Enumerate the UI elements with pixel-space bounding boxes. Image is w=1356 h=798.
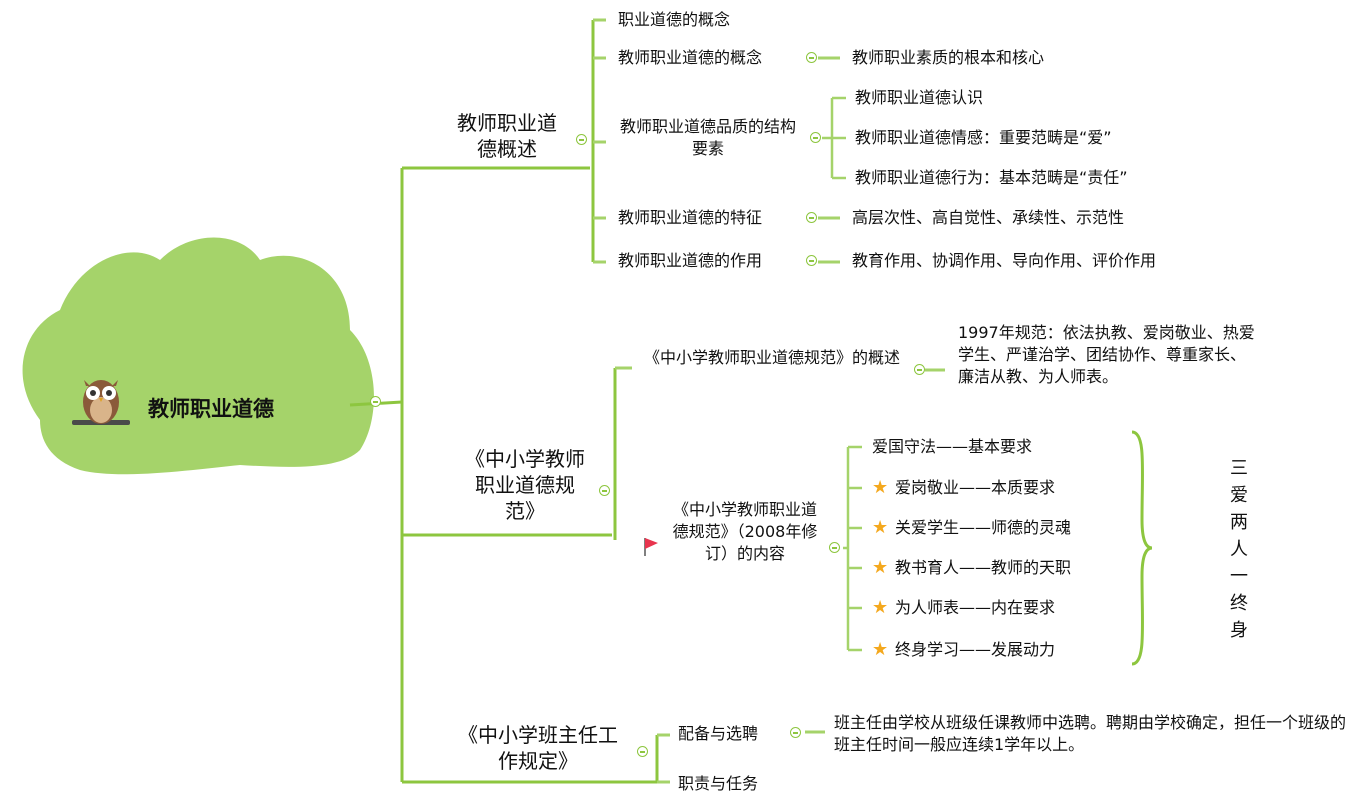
b2-content-item[interactable]: 终身学习——发展动力: [895, 640, 1056, 659]
summary-brace: [1131, 430, 1153, 666]
flag-icon: [644, 538, 658, 556]
b3-staffing-toggle[interactable]: [790, 727, 801, 738]
b2-content-toggle[interactable]: [829, 542, 840, 553]
b1-structure-item: 教师职业道德情感：重要范畴是“爱”: [855, 128, 1112, 147]
b2-content-item[interactable]: 爱国守法——基本要求: [872, 437, 1033, 456]
b1-function-toggle[interactable]: [806, 255, 817, 266]
b3-staffing[interactable]: 配备与选聘: [678, 724, 759, 743]
b1-structure-item: 教师职业道德认识: [855, 88, 984, 107]
b1-function-detail: 教育作用、协调作用、导向作用、评价作用: [852, 251, 1157, 270]
b1-teacher-concept-toggle[interactable]: [806, 52, 817, 63]
b2-overview-detail: 1997年规范：依法执教、爱岗敬业、热爱学生、严谨治学、团结协作、尊重家长、廉洁…: [958, 323, 1255, 386]
b2-overview[interactable]: 《中小学教师职业道德规范》的概述: [643, 348, 900, 367]
summary-label: 三爱两人一终身: [1230, 458, 1248, 641]
b3-toggle[interactable]: [637, 746, 648, 757]
b2-toggle[interactable]: [599, 485, 610, 496]
b2-overview-toggle[interactable]: [914, 364, 925, 375]
b2-content-item[interactable]: 为人师表——内在要求: [895, 598, 1056, 617]
branch-title-b2[interactable]: 《中小学教师职业道德规范》: [465, 447, 585, 523]
star-icon: ★: [872, 639, 889, 660]
b1-teacher-concept[interactable]: 教师职业道德的概念: [618, 48, 763, 67]
star-icon: ★: [872, 517, 889, 538]
b1-feature[interactable]: 教师职业道德的特征: [618, 208, 763, 227]
star-icon: ★: [872, 477, 889, 498]
b2-content-item[interactable]: 教书育人——教师的天职: [895, 558, 1072, 577]
b1-feature-toggle[interactable]: [806, 212, 817, 223]
b3-duties[interactable]: 职责与任务: [678, 774, 759, 793]
b1-teacher-concept-detail: 教师职业素质的根本和核心: [852, 48, 1045, 67]
b1-structure-item: 教师职业道德行为：基本范畴是“责任”: [855, 168, 1128, 187]
b1-structure-toggle[interactable]: [810, 132, 821, 143]
b1-structure[interactable]: 教师职业道德品质的结构要素: [619, 117, 796, 158]
b2-content-item[interactable]: 爱岗敬业——本质要求: [895, 478, 1056, 497]
b1-function[interactable]: 教师职业道德的作用: [618, 251, 763, 270]
b1-toggle[interactable]: [576, 134, 587, 145]
b2-content[interactable]: 《中小学教师职业道德规范》（2008年修订）的内容: [672, 500, 818, 563]
root-toggle[interactable]: [370, 396, 381, 407]
b1-feature-detail: 高层次性、高自觉性、承续性、示范性: [852, 208, 1125, 227]
b1-concept[interactable]: 职业道德的概念: [618, 10, 731, 29]
b3-staffing-detail: 班主任由学校从班级任课教师中选聘。聘期由学校确定，担任一个班级的班主任时间一般应…: [834, 713, 1347, 754]
root-title[interactable]: 教师职业道德: [148, 397, 274, 421]
branch-title-b1[interactable]: 教师职业道德概述: [457, 111, 557, 161]
root-leaf-shape: [22, 237, 374, 475]
star-icon: ★: [872, 557, 889, 578]
branch-title-b3[interactable]: 《中小学班主任工作规定》: [458, 723, 618, 773]
star-icon: ★: [872, 597, 889, 618]
owl-icon: [72, 380, 130, 425]
b2-content-item[interactable]: 关爱学生——师德的灵魂: [895, 518, 1072, 537]
